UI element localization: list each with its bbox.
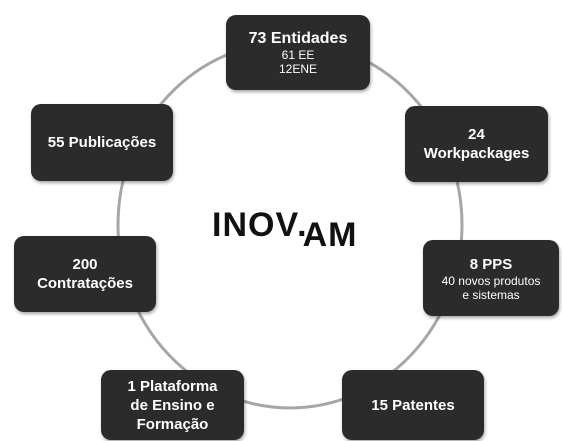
contracts-count: 200 [72,256,98,273]
workpackages-label: Workpackages [423,145,530,162]
entities-title: 73 Entidades [248,30,348,47]
node-pps: 8 PPS 40 novos produtos e sistemas [423,240,559,316]
pps-title: 8 PPS [469,255,513,273]
logo-part1: INOV [212,206,300,244]
node-patents: 15 Patentes [342,370,484,440]
logo-part2: AM [302,216,358,254]
node-publications: 55 Publicações [31,104,173,181]
node-platform: 1 Plataforma de Ensino e Formação [101,370,244,440]
pps-sub-2: e sistemas [462,287,520,302]
workpackages-count: 24 [468,126,485,143]
inov-am-logo: INOV . AM [212,206,357,252]
platform-line3: Formação [136,415,209,433]
entities-sub-ee: 61 EE [281,48,315,62]
publications-title: 55 Publicações [47,134,157,151]
entities-sub-ene: 12ENE [278,62,318,76]
node-entities: 73 Entidades 61 EE 12ENE [226,15,370,90]
platform-line2: de Ensino e [130,396,215,414]
patents-title: 15 Patentes [371,396,455,414]
platform-line1: 1 Plataforma [127,377,218,395]
node-workpackages: 24 Workpackages [405,106,548,182]
contracts-label: Contratações [37,275,133,292]
node-contracts: 200 Contratações [14,236,156,312]
pps-sub-1: 40 novos produtos [441,273,541,288]
logo-dot: . [297,206,307,244]
